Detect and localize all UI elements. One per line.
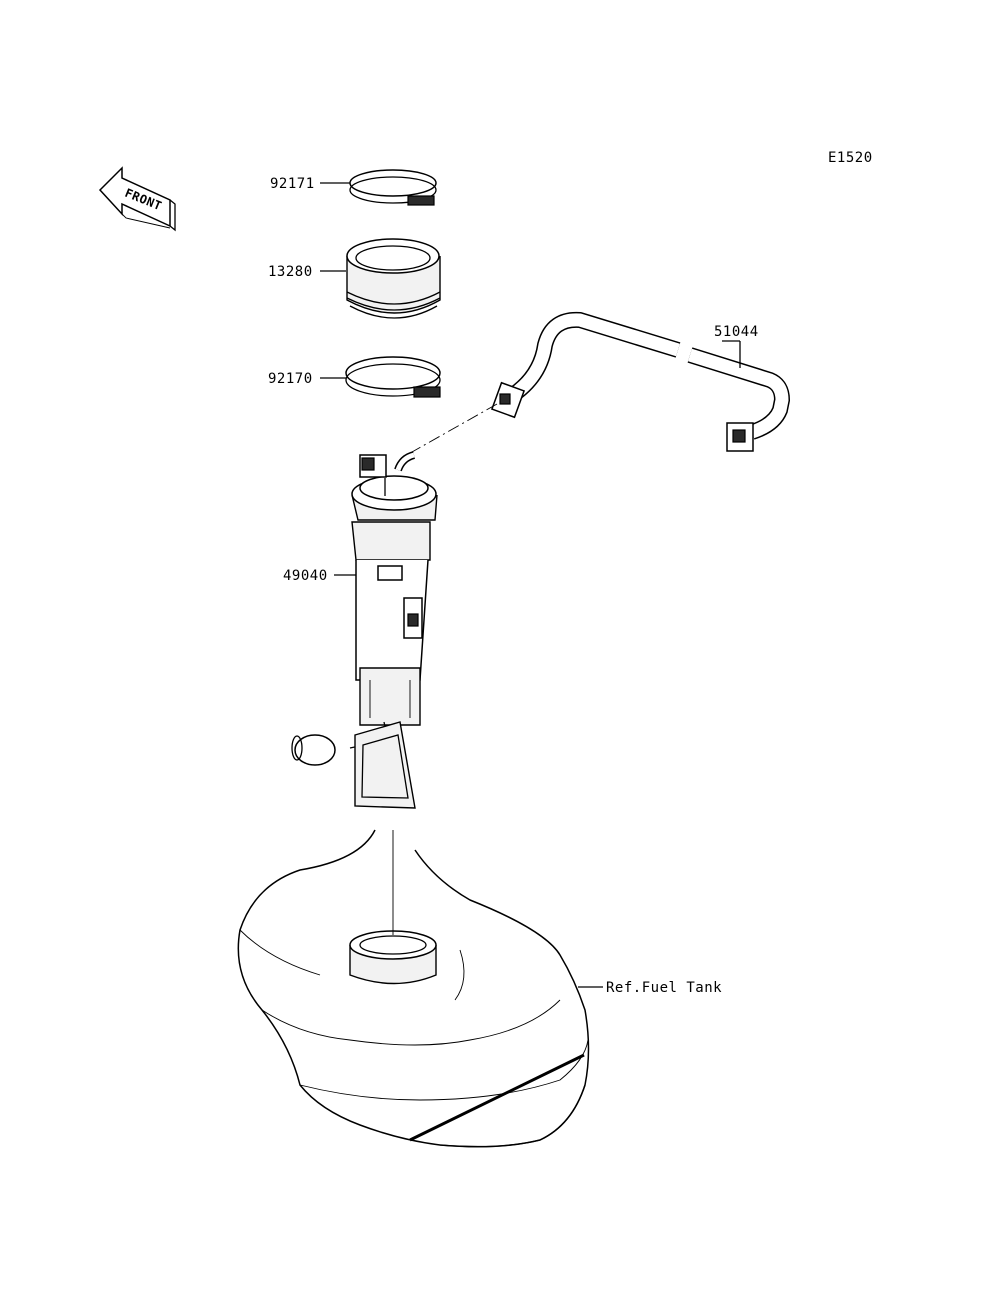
clamp-bottom xyxy=(345,356,441,398)
gasket xyxy=(346,238,441,319)
part-number-13280: 13280 xyxy=(268,264,313,280)
fuel-float xyxy=(291,734,336,766)
part-number-49040: 49040 xyxy=(283,568,328,584)
fuel-tank xyxy=(237,829,590,1148)
front-arrow-icon: FRONT xyxy=(98,166,176,232)
fuel-pump xyxy=(291,451,438,809)
fuel-tank-reference-label: Ref.Fuel Tank xyxy=(606,980,722,996)
hose-connector-left xyxy=(490,381,526,419)
clamp-top xyxy=(349,169,437,206)
fuel-hose xyxy=(490,311,791,452)
hose-connector-right xyxy=(726,422,754,452)
part-number-51044: 51044 xyxy=(714,324,759,340)
part-number-92171: 92171 xyxy=(270,176,315,192)
diagram-code: E1520 xyxy=(828,150,873,166)
part-number-92170: 92170 xyxy=(268,371,313,387)
